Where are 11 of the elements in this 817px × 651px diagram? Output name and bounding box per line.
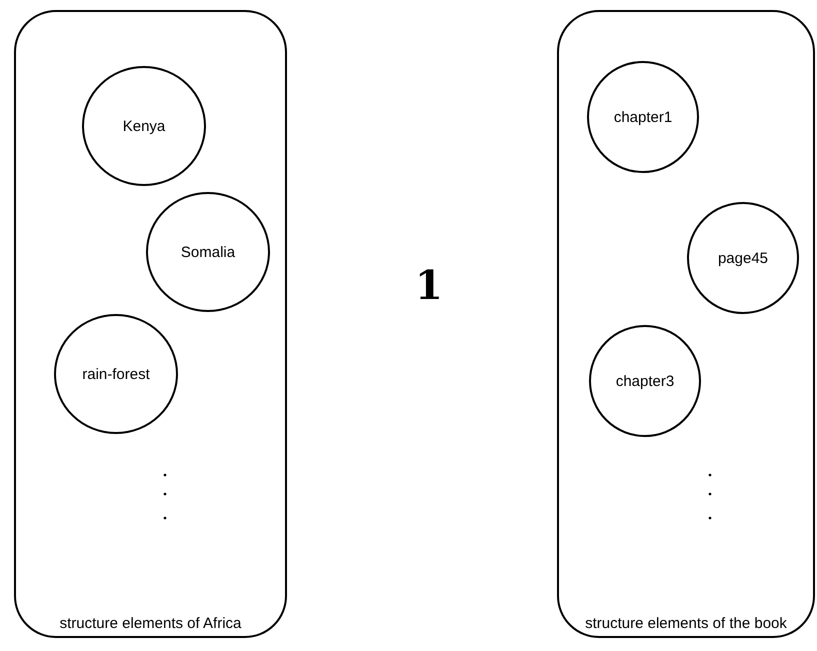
element-label: chapter3 — [616, 372, 674, 390]
element-label: rain-forest — [82, 366, 150, 382]
element-label: Somalia — [180, 244, 236, 260]
element-label: page45 — [718, 250, 768, 266]
container-label: structure elements of the book — [584, 615, 788, 632]
element-label: Kenya — [122, 118, 166, 134]
container-label: structure elements of Africa — [58, 615, 242, 632]
container-box — [14, 10, 287, 638]
number-label: 1 — [415, 262, 443, 309]
element-label: chapter1 — [614, 108, 672, 126]
container-box — [557, 10, 815, 638]
